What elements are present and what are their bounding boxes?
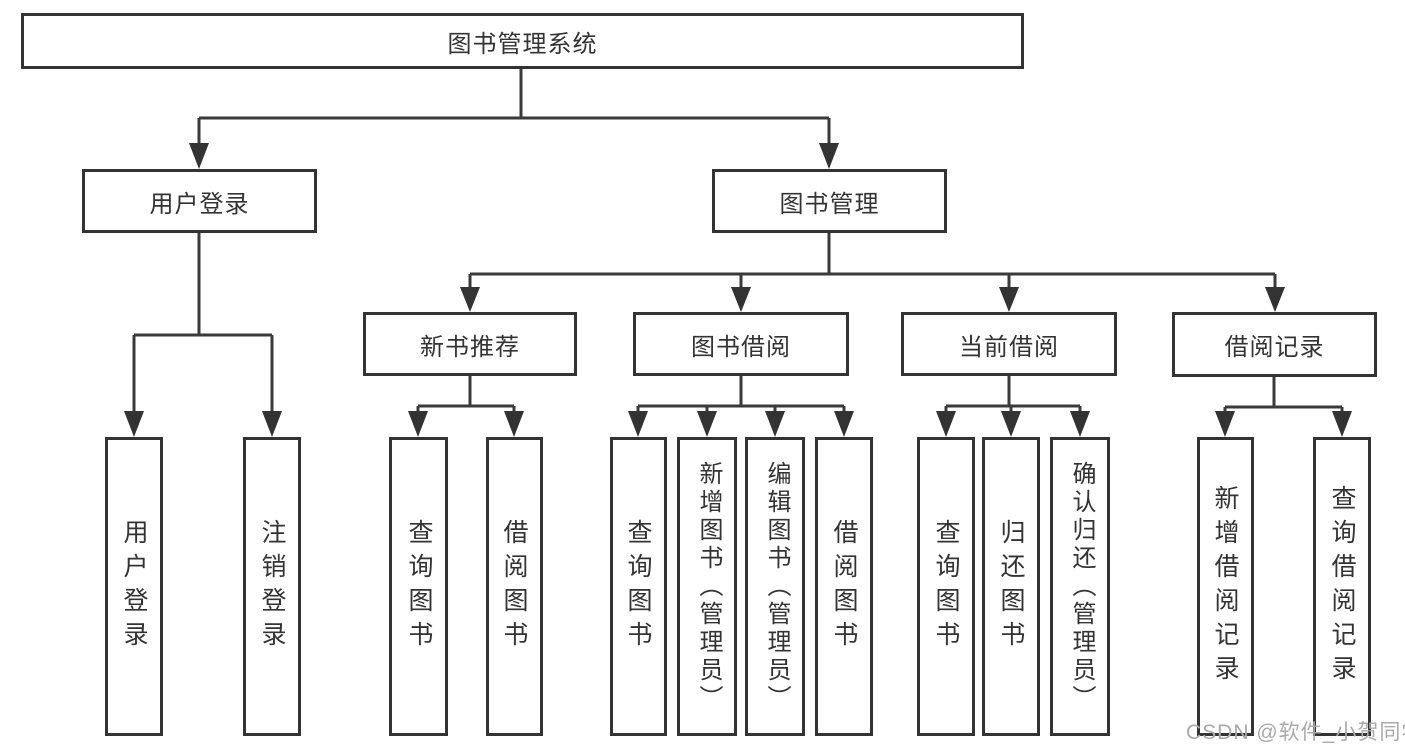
arrowheads	[124, 143, 1352, 437]
leaf-return-books: 归还图书	[982, 437, 1040, 736]
watermark: CSDN @软件_小贺同学	[1186, 721, 1405, 744]
leaf-logout: 注销登录	[243, 437, 301, 736]
leaf-add-book-admin: 新增图书（管理员）	[677, 437, 737, 736]
leaf-query-books-recommend: 查询图书	[389, 437, 448, 736]
node-new-book-recommend: 新书推荐	[363, 312, 577, 376]
leaf-add-borrow-record: 新增借阅记录	[1197, 437, 1254, 736]
node-user-login: 用户登录	[82, 169, 317, 233]
leaf-borrow-books: 借阅图书	[815, 437, 873, 736]
node-library-system: 图书管理系统	[21, 13, 1024, 69]
leaf-user-login: 用户登录	[105, 437, 163, 736]
leaf-query-books-borrow: 查询图书	[610, 437, 667, 736]
leaf-edit-book-admin: 编辑图书（管理员）	[745, 437, 805, 736]
node-borrow-records: 借阅记录	[1172, 312, 1377, 377]
node-book-management: 图书管理	[712, 169, 947, 233]
leaf-confirm-return-admin: 确认归还（管理员）	[1050, 437, 1110, 736]
node-current-borrow: 当前借阅	[901, 312, 1117, 376]
leaf-borrow-books-recommend: 借阅图书	[486, 437, 543, 736]
leaf-query-books-current: 查询图书	[917, 437, 975, 736]
leaf-query-borrow-record: 查询借阅记录	[1313, 437, 1371, 736]
node-book-borrow: 图书借阅	[633, 312, 849, 376]
